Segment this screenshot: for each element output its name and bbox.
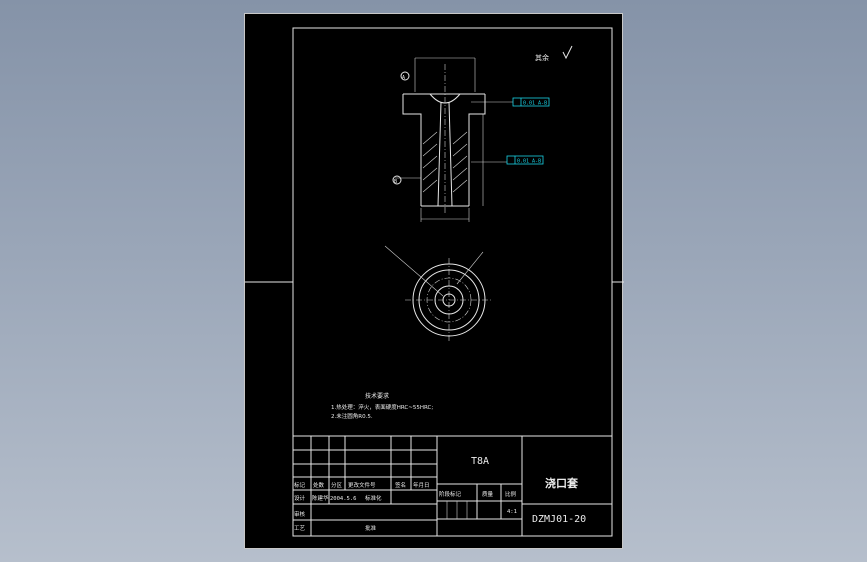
tolerance-frame-2: 0.01 A-B <box>471 155 544 165</box>
tb-zone: 分区 <box>331 481 343 489</box>
tb-sign: 签名 <box>395 481 406 489</box>
tolerance-frame-1: 0.01 A-B <box>471 97 550 107</box>
tb-part-name: 浇口套 <box>545 476 579 490</box>
tb-ratio: 比例 <box>505 490 517 498</box>
tb-mark: 标记 <box>294 481 306 489</box>
tb-scale: 4:1 <box>507 509 517 515</box>
tb-review: 审核 <box>294 510 306 518</box>
tb-stage-mark: 阶段标记 <box>439 490 462 498</box>
inner-frame <box>292 27 613 537</box>
tb-weight: 质量 <box>482 490 494 498</box>
drawing-canvas[interactable]: A B 0.01 A-B 0.01 A-B 其余 <box>245 14 624 550</box>
datum-a-symbol <box>400 71 410 81</box>
datum-a-label: A <box>402 75 405 81</box>
tb-process: 工艺 <box>294 525 306 532</box>
tb-standardize: 标准化 <box>365 494 382 502</box>
tb-designer: 陈建华 <box>312 494 329 502</box>
datum-b-label: B <box>394 179 397 185</box>
datum-b-symbol <box>392 175 402 185</box>
tb-date: 年月日 <box>413 481 430 489</box>
tb-change-doc: 更改文件号 <box>348 481 376 489</box>
roughness-note: 其余 <box>535 53 549 62</box>
roughness-symbol <box>562 45 573 60</box>
tb-drawing-number: DZMJ01-20 <box>532 514 586 525</box>
tb-count: 处数 <box>313 481 325 489</box>
svg-text:0.01 A-B: 0.01 A-B <box>523 101 547 107</box>
tb-material: T8A <box>471 456 489 467</box>
tech-req-title: 技术要求 <box>365 392 389 400</box>
tech-req-item-1: 1.热处理：淬火，表面硬度HRC~55HRC; <box>331 403 433 411</box>
top-view <box>384 245 493 342</box>
drawing-sheet[interactable]: A B 0.01 A-B 0.01 A-B 其余 <box>244 13 624 550</box>
front-section-view <box>395 57 486 222</box>
tb-design-date: 2004.5.6 <box>330 496 357 502</box>
tech-req-item-2: 2.未注圆角R0.5. <box>331 412 373 420</box>
svg-text:0.01 A-B: 0.01 A-B <box>517 159 541 165</box>
tb-approve: 批准 <box>365 524 377 532</box>
title-block <box>292 435 613 537</box>
tb-design: 设计 <box>294 494 306 502</box>
